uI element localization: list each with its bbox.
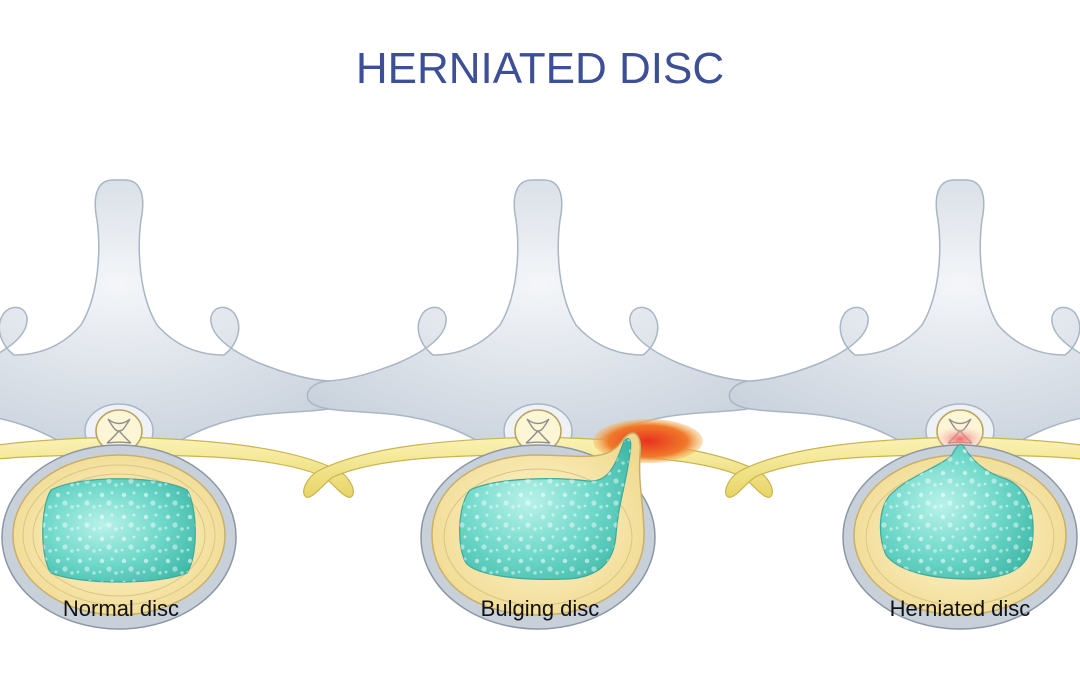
diagram-title: HERNIATED DISC — [355, 44, 725, 93]
vertebra — [728, 179, 1080, 459]
caption-bulging-disc: Bulging disc — [480, 596, 600, 621]
panel-bulging — [303, 179, 773, 630]
caption-normal-disc: Normal disc — [62, 596, 180, 621]
panel-herniated — [725, 179, 1080, 630]
panel-normal — [0, 179, 354, 630]
caption-herniated-disc: Herniated disc — [889, 596, 1031, 621]
vertebra — [0, 179, 351, 459]
